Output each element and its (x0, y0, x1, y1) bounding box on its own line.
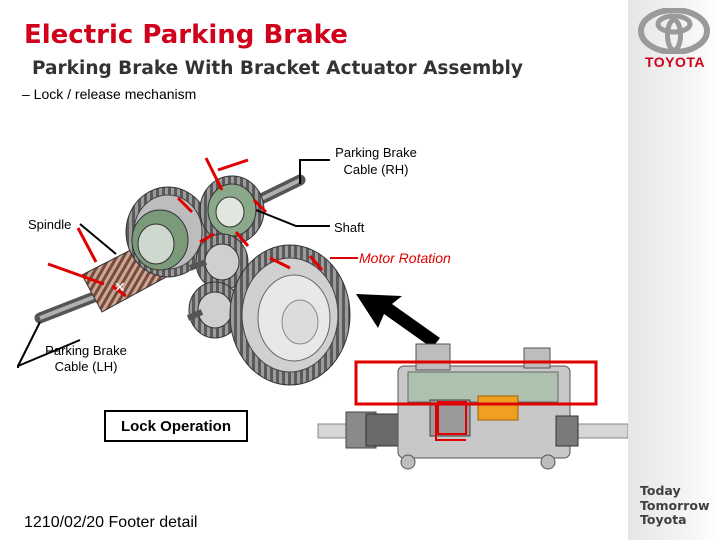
actuator-diagram: ✕ (17, 157, 628, 470)
slide-subtitle: Parking Brake With Bracket Actuator Asse… (32, 58, 523, 79)
leader-lines (17, 159, 330, 368)
brand-tagline: Today Tomorrow Toyota (640, 483, 720, 528)
tagline-line-2: Tomorrow (640, 497, 710, 513)
slide-title: Electric Parking Brake (24, 20, 348, 50)
footer-text: 1210/02/20 Footer detail (24, 514, 198, 531)
label-cable-rh-line-1: Parking Brake (335, 145, 417, 160)
brand-name: TOYOTA (644, 54, 706, 70)
tagline-line-3: Toyota (640, 512, 687, 527)
gear-mechanism: ✕ (34, 157, 351, 386)
label-cable-rh-line-2: Cable (RH) (343, 162, 409, 177)
label-cable-lh-line-2: Cable (LH) (54, 359, 118, 374)
toyota-emblem-icon (638, 8, 710, 54)
tagline-line-1: Today (640, 483, 681, 498)
label-shaft: Shaft (334, 220, 365, 235)
lock-operation-box: Lock Operation (104, 410, 248, 442)
bullet-text: – Lock / release mechanism (22, 86, 197, 102)
label-cable-lh: Parking Brake Cable (LH) (38, 343, 134, 375)
sidebar-panel (628, 0, 720, 540)
label-cable-lh-line-1: Parking Brake (45, 343, 127, 358)
label-spindle: Spindle (28, 217, 72, 232)
label-motor-rotation: Motor Rotation (359, 250, 451, 266)
actuator-assembly (317, 343, 628, 470)
lock-operation-label: Lock Operation (120, 418, 232, 435)
label-cable-rh: Parking Brake Cable (RH) (326, 144, 426, 178)
svg-text:✕: ✕ (114, 279, 126, 295)
arrow-icon (356, 294, 440, 348)
